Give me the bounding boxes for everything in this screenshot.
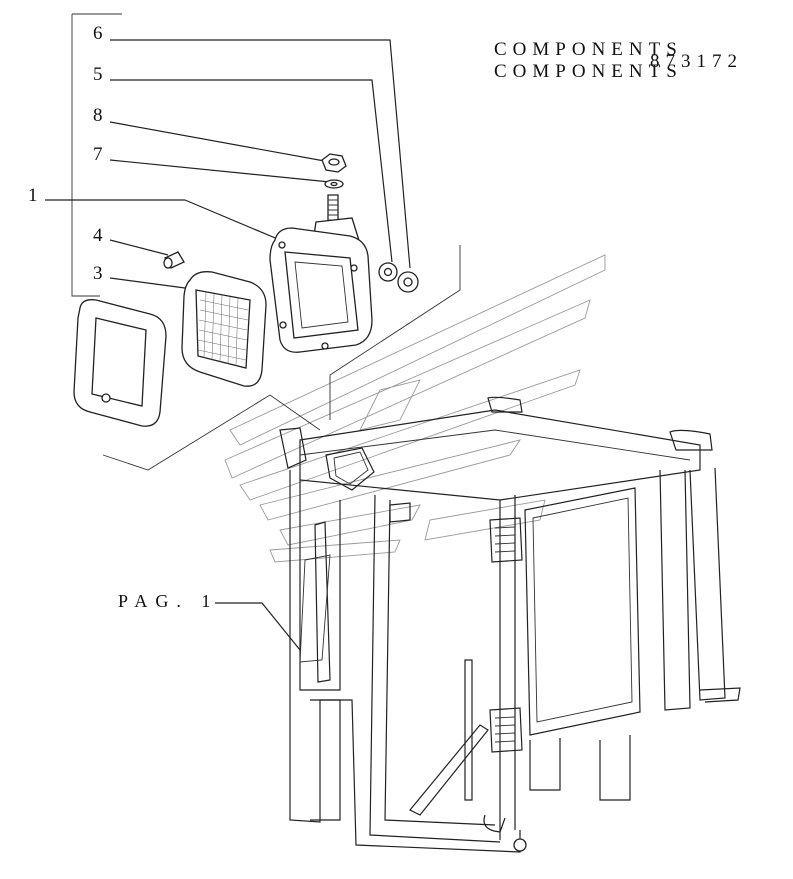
part-3-lens bbox=[181, 271, 267, 387]
exploded-frame bbox=[71, 13, 461, 471]
watermark-emblem bbox=[224, 254, 606, 563]
page-reference-label: PAG. 1 bbox=[118, 591, 219, 611]
callout-6: 6 bbox=[93, 23, 103, 44]
part-1-lamp-housing bbox=[269, 194, 373, 353]
cab-structure bbox=[279, 396, 741, 853]
callout-4: 4 bbox=[93, 225, 103, 246]
callout-7: 7 bbox=[93, 144, 103, 165]
header-title-line-2: COMPONENTS bbox=[494, 61, 683, 82]
callout-5: 5 bbox=[93, 64, 103, 85]
part-6-washer bbox=[397, 271, 419, 293]
header-title-line-1: COMPONENTS bbox=[494, 39, 683, 60]
part-5-washer bbox=[378, 262, 398, 282]
callout-3: 3 bbox=[93, 263, 103, 284]
part-7-washer bbox=[324, 179, 344, 189]
drawing-code: 873172 bbox=[650, 51, 743, 72]
callout-8: 8 bbox=[93, 105, 103, 126]
callout-1: 1 bbox=[28, 185, 38, 206]
leader-lines bbox=[45, 39, 411, 651]
part-4-screw bbox=[163, 251, 185, 269]
lamp-bezel-frame bbox=[73, 299, 167, 427]
part-8-nut bbox=[321, 153, 347, 173]
